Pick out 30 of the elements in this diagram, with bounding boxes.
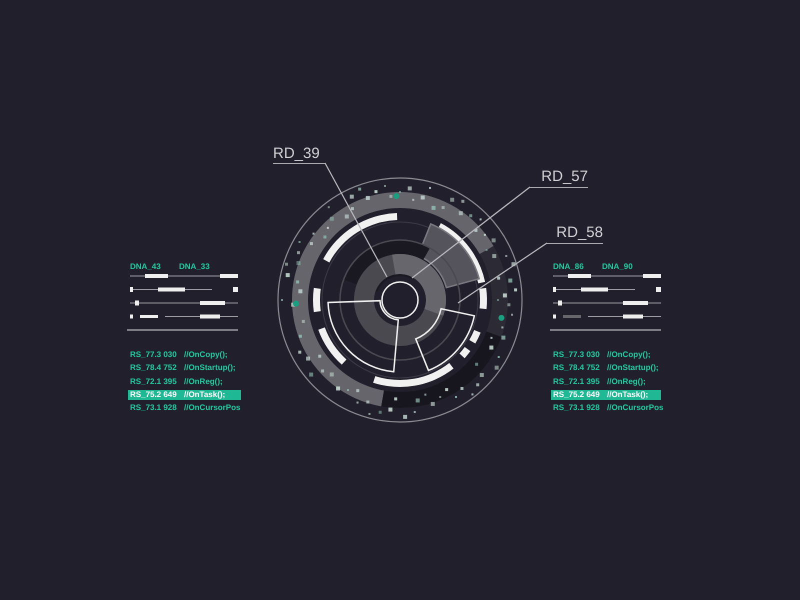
column-heading: DNA_43: [130, 262, 161, 272]
column-heading: DNA_90: [602, 262, 633, 272]
code-comment: //OnStartup();: [184, 363, 236, 374]
record-id: RS_75.2 649: [553, 390, 600, 400]
code-comment: //OnTask();: [184, 390, 226, 400]
callout-label: RD_57: [530, 168, 588, 188]
record-id: RS_78.4 752: [130, 363, 177, 374]
record-id: RS_72.1 395: [130, 376, 177, 387]
column-heading: DNA_33: [179, 262, 210, 272]
leader-line: [458, 242, 548, 304]
leader-line: [412, 186, 530, 278]
callout-label: RD_58: [547, 224, 603, 244]
record-id: RS_77.3 030: [130, 350, 177, 360]
record-id: RS_75.2 649: [130, 390, 177, 400]
code-comment: //OnCursorPos: [607, 403, 664, 414]
code-comment: //OnReg();: [607, 376, 646, 387]
callout-label: RD_39: [273, 145, 325, 164]
record-id: RS_72.1 395: [553, 376, 600, 387]
record-id: RS_73.1 928: [130, 403, 177, 414]
code-comment: //OnCursorPos: [184, 403, 240, 414]
record-id: RS_78.4 752: [553, 363, 600, 374]
code-comment: //OnReg();: [184, 376, 223, 387]
code-comment: //OnStartup();: [607, 363, 659, 374]
leader-line: [324, 162, 388, 278]
column-heading: DNA_86: [553, 262, 584, 272]
record-id: RS_77.3 030: [553, 350, 600, 360]
code-comment: //OnCopy();: [184, 350, 228, 360]
code-comment: //OnTask();: [607, 390, 648, 400]
code-comment: //OnCopy();: [607, 350, 651, 360]
record-id: RS_73.1 928: [553, 403, 600, 414]
